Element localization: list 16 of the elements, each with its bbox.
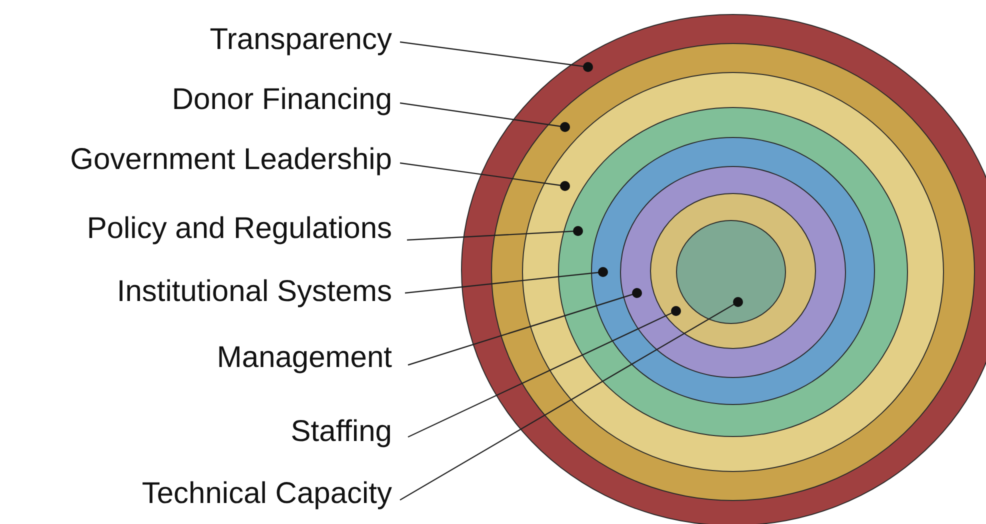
leader-line — [400, 297, 743, 501]
ring-label: Institutional Systems — [0, 275, 392, 309]
leader-line — [406, 226, 583, 241]
leader-line — [400, 41, 593, 72]
leader-line — [408, 306, 681, 438]
ring-label: Staffing — [0, 415, 392, 449]
ring-label: Technical Capacity — [0, 477, 392, 511]
leader-line — [404, 267, 608, 294]
leader-line — [400, 162, 570, 191]
ring-label: Government Leadership — [0, 143, 392, 177]
leader-line — [408, 288, 642, 366]
ring-label: Policy and Regulations — [0, 212, 392, 246]
ring-label: Management — [0, 341, 392, 375]
ring-label: Donor Financing — [0, 83, 392, 117]
ring-label: Transparency — [0, 23, 392, 57]
leader-line — [400, 102, 570, 132]
